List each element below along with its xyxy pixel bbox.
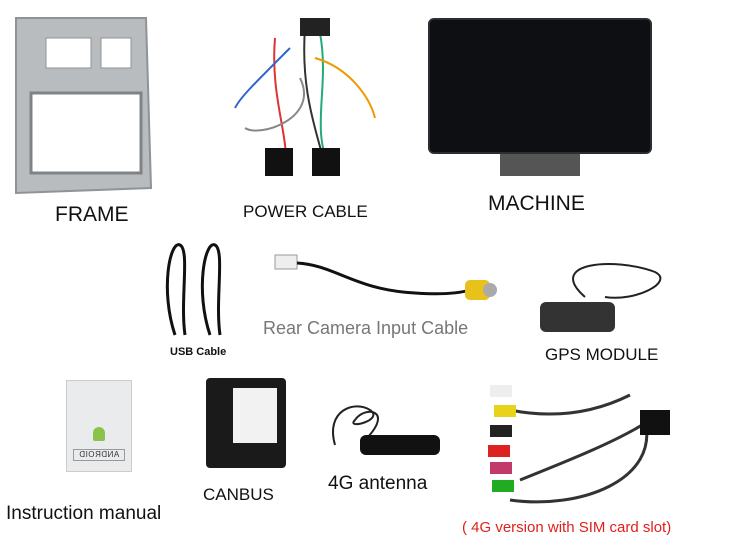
usb-cable-label: USB Cable [170, 346, 227, 358]
canbus-box-image [206, 378, 286, 468]
4g-antenna-label: 4G antenna [328, 473, 428, 494]
instruction-manual-label: Instruction manual [6, 503, 162, 524]
power-cable-label: POWER CABLE [243, 202, 368, 221]
usb-cable-image [165, 243, 222, 336]
frame-label: FRAME [55, 203, 129, 226]
manual-cover-text: ANDROID [73, 449, 125, 461]
canbus-label: CANBUS [203, 485, 274, 504]
rear-camera-cable-label: Rear Camera Input Cable [263, 318, 469, 338]
frame-image [15, 17, 153, 195]
machine-label: MACHINE [488, 192, 585, 215]
4g-antenna-image [332, 405, 440, 455]
instruction-manual-image: ANDROID [66, 380, 132, 472]
android-icon [93, 427, 105, 441]
rear-camera-cable-image [274, 254, 497, 300]
gps-module-label: GPS MODULE [545, 345, 659, 364]
rca-cable-image [488, 385, 670, 504]
4g-version-note: ( 4G version with SIM card slot) [462, 519, 672, 536]
machine-screen [428, 18, 652, 154]
canbus-sticker [233, 388, 277, 443]
gps-module-image [540, 263, 662, 332]
power-cable-image [234, 18, 376, 176]
machine-bracket [500, 154, 580, 176]
